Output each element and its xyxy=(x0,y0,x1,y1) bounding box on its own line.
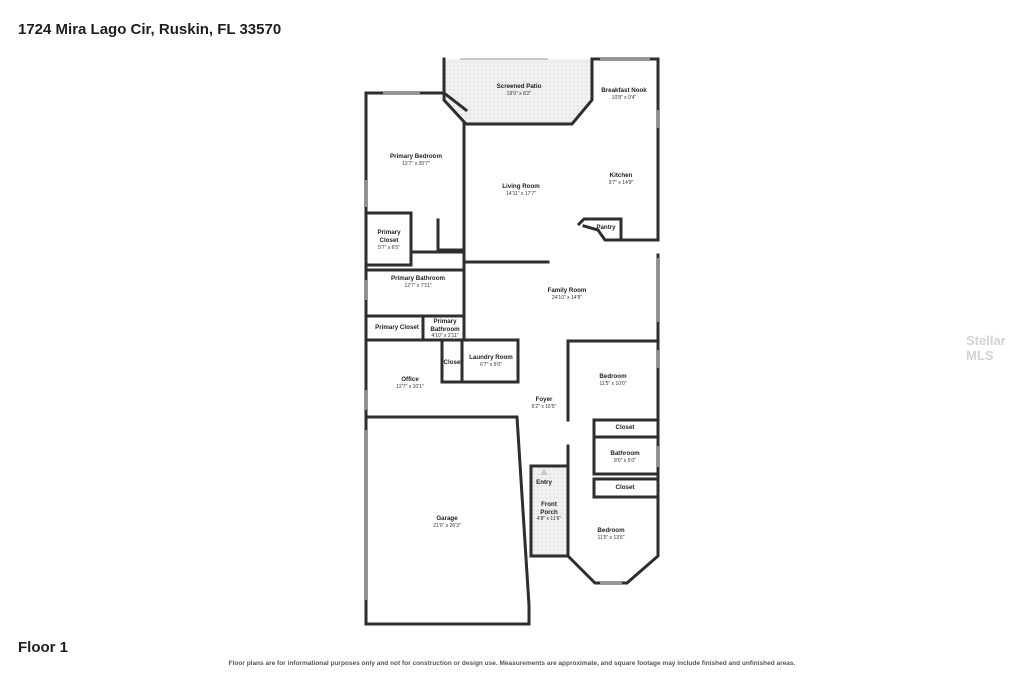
screened-patio-label: Screened Patio xyxy=(497,83,542,90)
front-porch-dims: 4'8" x 11'6" xyxy=(537,516,561,522)
primary-bathroom-2-dims: 4'10" x 2'11" xyxy=(431,333,458,339)
primary-closet-2-label: Primary Closet xyxy=(375,324,419,331)
entry-arrow-icon xyxy=(540,469,548,475)
front-porch-area xyxy=(531,466,568,556)
foyer-label: Foyer xyxy=(536,396,553,403)
office-dims: 12'7" x 10'1" xyxy=(396,384,424,390)
floor-label: Floor 1 xyxy=(18,639,69,656)
bedroom-2-dims: 11'5" x 13'6" xyxy=(597,535,624,541)
primary-bedroom-label: Primary Bedroom xyxy=(390,153,442,160)
entry-label: Entry xyxy=(536,479,552,486)
closet-laundry-label: Closet xyxy=(444,359,463,366)
family-room-dims: 24'10" x 14'9" xyxy=(552,295,582,301)
bathroom-label: Bathroom xyxy=(610,450,640,457)
laundry-room-dims: 6'7" x 5'0" xyxy=(480,362,502,368)
family-room-label: Family Room xyxy=(548,287,587,294)
kitchen-label: Kitchen xyxy=(610,172,633,179)
primary-closet-1-dims: 5'7" x 6'5" xyxy=(378,245,400,251)
closet-lower-label: Closet xyxy=(616,484,635,491)
breakfast-nook-label: Breakfast Nook xyxy=(601,87,647,94)
windows xyxy=(365,58,659,600)
primary-bathroom-1-label: Primary Bathroom xyxy=(391,275,445,282)
primary-bathroom-2-label-line1: Primary xyxy=(433,318,457,325)
mls-watermark: Stellar MLS xyxy=(966,333,1006,363)
pantry-label: Pantry xyxy=(596,224,616,231)
garage-label: Garage xyxy=(436,515,458,522)
primary-bathroom-2-label-line2: Bathroom xyxy=(430,326,460,333)
primary-closet-1-label-line2: Closet xyxy=(380,237,399,244)
primary-closet-1-label-line1: Primary xyxy=(377,229,401,236)
front-porch-label-line2: Porch xyxy=(540,509,558,516)
screened-patio-area xyxy=(444,59,592,124)
garage-dims: 21'0" x 26'3" xyxy=(433,523,461,529)
property-address: 1724 Mira Lago Cir, Ruskin, FL 33570 xyxy=(18,21,282,38)
room-labels: Screened Patio 19'0" x 8'2" Breakfast No… xyxy=(375,83,647,541)
living-room-label: Living Room xyxy=(502,183,540,190)
living-room-dims: 14'11" x 17'7" xyxy=(506,191,536,197)
closet-upper-label: Closet xyxy=(616,424,635,431)
bedroom-1-label: Bedroom xyxy=(599,373,627,380)
primary-bathroom-1-dims: 12'7" x 7'11" xyxy=(404,283,431,289)
kitchen-dims: 9'7" x 14'9" xyxy=(609,180,634,186)
laundry-room-label: Laundry Room xyxy=(469,354,513,361)
breakfast-nook-dims: 10'8" x 9'4" xyxy=(612,95,637,101)
bedroom-2-label: Bedroom xyxy=(597,527,625,534)
primary-bedroom-dims: 12'7" x 20'7" xyxy=(402,161,430,167)
office-label: Office xyxy=(401,376,419,383)
foyer-dims: 6'2" x 16'5" xyxy=(532,404,557,410)
bedroom-1-dims: 11'5" x 10'0" xyxy=(599,381,626,387)
disclaimer-text: Floor plans are for informational purpos… xyxy=(228,660,796,667)
front-porch-label-line1: Front xyxy=(541,501,557,508)
screened-patio-dims: 19'0" x 8'2" xyxy=(507,91,532,97)
bathroom-dims: 8'0" x 5'0" xyxy=(614,458,636,464)
